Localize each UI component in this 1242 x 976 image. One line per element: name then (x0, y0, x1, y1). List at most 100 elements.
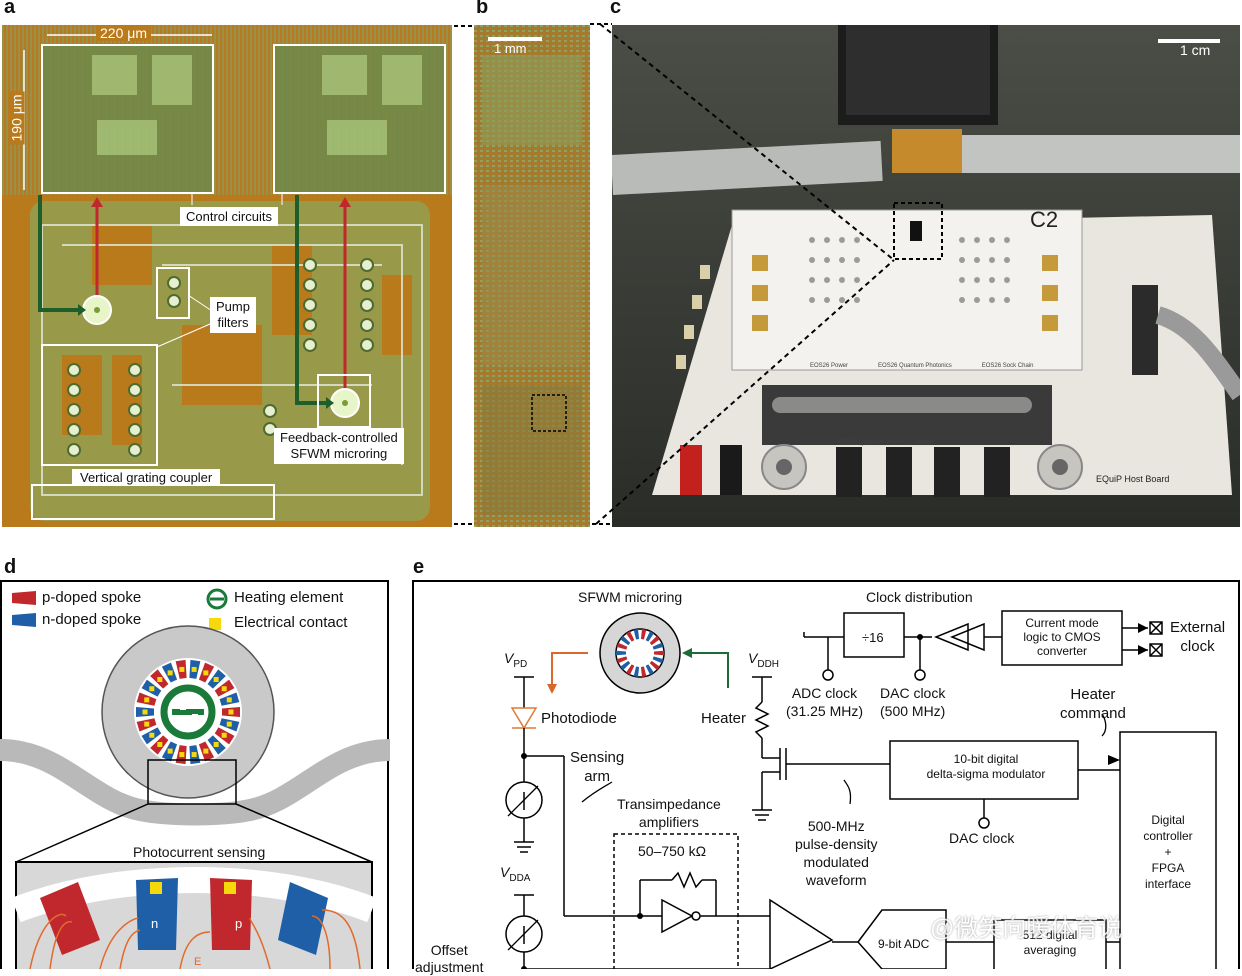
label-control-circuits: Control circuits (180, 207, 278, 226)
edge-label-2: EOS26 Quantum Photonics (878, 363, 952, 369)
electrical-contact (167, 748, 173, 754)
n-doped-spoke (633, 628, 640, 640)
panel-letter-a: a (4, 0, 16, 18)
zoom-lines-c (595, 23, 895, 525)
vdda-sub: DDA (509, 872, 531, 884)
n-doped-spoke (620, 660, 631, 671)
electrical-contact (157, 677, 163, 683)
p-doped-spoke (616, 642, 628, 650)
label-vddh: VDDH (748, 650, 779, 670)
p-doped-spoke (616, 656, 628, 664)
n-doped-spoke (645, 631, 654, 642)
adc-clock-line2: (31.25 MHz) (786, 703, 864, 719)
p-doped-spoke (654, 650, 664, 656)
label-heater: Heater (701, 710, 747, 727)
cml-line2: logic to CMOS (1023, 630, 1101, 644)
panel-a-micrograph (2, 25, 452, 527)
p-doped-spoke (626, 664, 635, 675)
n-doped-spoke (652, 656, 664, 664)
vdda-v: V (500, 864, 510, 880)
vpd-sub: PD (513, 658, 528, 670)
electrical-contact (149, 732, 155, 738)
panel-b-die (474, 25, 590, 527)
legend-contact-glyph (209, 618, 221, 630)
dsm-line1: 10-bit digital (953, 752, 1019, 766)
electrical-contact (149, 686, 155, 692)
watermark: @微笑向暖体育说 (930, 915, 1123, 942)
electrical-contact (213, 677, 219, 683)
label-n: n (151, 916, 159, 931)
label-digital-controller: Digital controller + FPGA interface (1120, 812, 1216, 892)
p-doped-spoke (649, 635, 660, 646)
label-vpd: VPD (504, 650, 527, 670)
vddh-v: V (748, 650, 758, 666)
label-pump-filters: Pump filters (210, 297, 256, 333)
label-vdda: VDDA (500, 864, 530, 884)
n-doped-spoke (620, 635, 631, 646)
board-footer: EOS26 Quantum Photonics Heaters (838, 440, 935, 446)
board-edge-labels: EOS26 Power EOS26 Quantum Photonics EOS2… (810, 363, 1033, 369)
label-pump-line2: filters (217, 315, 249, 330)
label-sensing-arm: Sensing arm (570, 748, 624, 786)
vpd-v: V (504, 650, 514, 666)
legend-electrical-contact: Electrical contact (234, 614, 348, 631)
electrical-contact (144, 721, 150, 727)
electrical-contact (142, 709, 148, 715)
legend-p-doped: p-doped spoke (42, 589, 142, 606)
electrical-contact (167, 670, 173, 676)
ctrl-line4: FPGA (1151, 861, 1185, 875)
dsm-line2: delta-sigma modulator (926, 767, 1046, 781)
pdm-line2: pulse-density (795, 836, 878, 852)
label-clock-distribution: Clock distribution (866, 589, 973, 605)
p-doped-spoke (649, 660, 660, 671)
panel-letter-b: b (476, 0, 489, 18)
label-heater-command: Heater command (1060, 685, 1126, 723)
electrical-contact (191, 666, 197, 672)
label-photocurrent-sensing: Photocurrent sensing (133, 844, 266, 860)
electrical-contact (221, 732, 227, 738)
n-doped-spoke (633, 666, 640, 678)
sensing-line1: Sensing (570, 749, 625, 766)
vddh-sub: DDH (757, 658, 780, 670)
electrical-contact (221, 686, 227, 692)
electrical-contact (179, 666, 185, 672)
label-resistor-range: 50–750 kΩ (638, 843, 707, 859)
n-doped-spoke (645, 664, 654, 675)
n-doped-spoke (652, 642, 664, 650)
sensing-line2: arm (584, 768, 611, 785)
ctrl-line5: interface (1144, 877, 1192, 891)
ext-line2: clock (1180, 638, 1215, 655)
label-photodiode: Photodiode (541, 710, 617, 727)
avg-line1: 512 digital (1022, 928, 1078, 942)
offset-line2: adjustment (415, 959, 484, 975)
label-e-field: E (194, 956, 202, 968)
board-name: EQuiP Host Board (1096, 474, 1170, 484)
cml-line3: converter (1036, 644, 1088, 658)
legend-n-doped: n-doped spoke (42, 611, 142, 628)
ctrl-line1: Digital (1151, 813, 1185, 827)
dac-clock-line2: (500 MHz) (880, 703, 946, 719)
label-averaging: 512 digital averaging (994, 928, 1106, 958)
edge-label-1: EOS26 Power (810, 363, 849, 369)
label-feedback-line2: SFWM microring (290, 446, 388, 461)
heater-cmd-line2: command (1060, 705, 1126, 722)
offset-line1: Offset (430, 942, 468, 958)
p-doped-spoke (626, 631, 635, 642)
label-vertical-grating: Vertical grating coupler (72, 469, 221, 486)
panel-letter-c: c (610, 0, 622, 18)
tia-line2: amplifiers (638, 814, 699, 830)
label-pump-line1: Pump (216, 299, 250, 314)
panel-letter-e: e (413, 556, 425, 578)
pdm-line3: modulated (803, 854, 869, 870)
electrical-contact (191, 752, 197, 758)
label-cml-converter: Current mode logic to CMOS converter (1003, 616, 1121, 658)
panel-d-diagram (0, 580, 390, 969)
p-doped-spoke (640, 628, 647, 640)
electrical-contact (179, 752, 185, 758)
electrical-contact (226, 721, 232, 727)
electrical-contact (203, 748, 209, 754)
ctrl-line3: + (1164, 845, 1172, 859)
legend-n-glyph (12, 613, 36, 627)
ctrl-line2: controller (1143, 829, 1193, 843)
panel-c-photo (612, 25, 1240, 527)
